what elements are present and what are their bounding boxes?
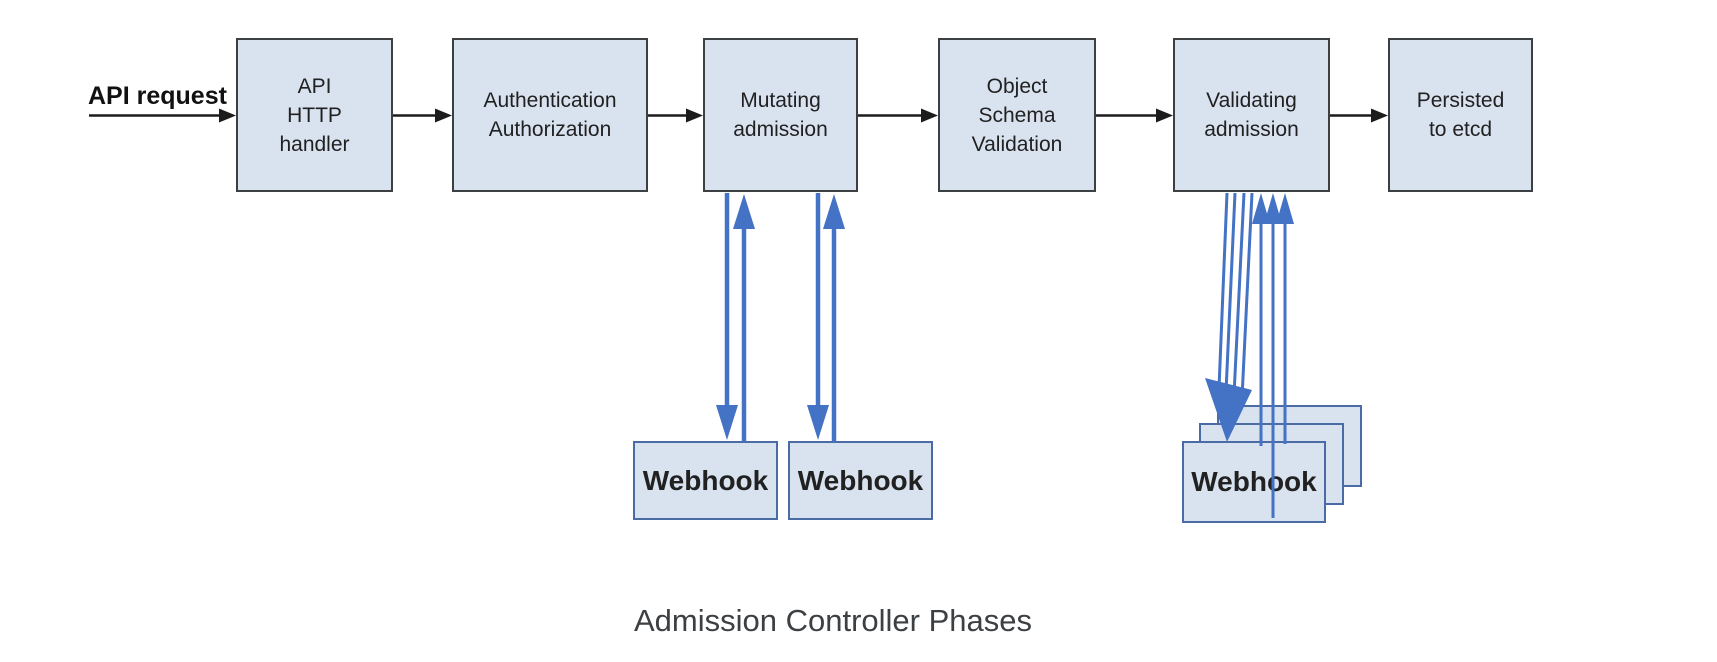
phase-box-persisted-to-etcd: Persisted to etcd (1388, 38, 1533, 192)
phase-box-authentication-authorization: Authentication Authorization (452, 38, 648, 192)
mutating-webhook1-return-arrow (733, 194, 755, 442)
flow-arrow-2 (648, 108, 703, 123)
phase-box-api-http-handler: API HTTP handler (236, 38, 393, 192)
mutating-webhook1-call-arrow (716, 193, 738, 440)
phase-box-object-schema-validation: Object Schema Validation (938, 38, 1096, 192)
mutating-webhook2-call-arrow (807, 193, 829, 440)
phase-box-mutating-admission: Mutating admission (703, 38, 858, 192)
flow-arrow-1 (393, 108, 452, 123)
mutating-webhook2-return-arrow (823, 194, 845, 442)
validating-webhook-box-front: Webhook (1182, 441, 1326, 523)
diagram-caption: Admission Controller Phases (633, 603, 1032, 638)
flow-arrow-3 (858, 108, 938, 123)
api-request-label: API request (88, 82, 227, 110)
flow-arrow-4 (1096, 108, 1173, 123)
mutating-webhook-box-2: Webhook (788, 441, 933, 520)
phase-box-validating-admission: Validating admission (1173, 38, 1330, 192)
flow-arrow-5 (1330, 108, 1388, 123)
mutating-webhook-box-1: Webhook (633, 441, 778, 520)
